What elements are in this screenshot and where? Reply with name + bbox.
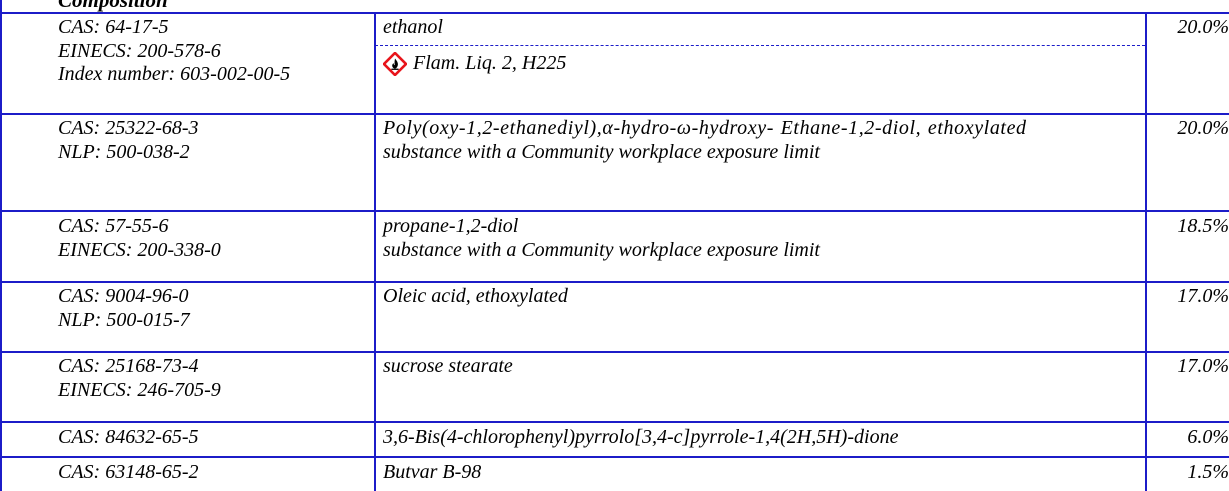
- hazard-text: Flam. Liq. 2, H225: [413, 52, 567, 75]
- concentration: 20.0%: [1177, 117, 1229, 139]
- nlp-number: NLP: 500-015-7: [58, 308, 190, 331]
- substance-name: ethanol: [383, 16, 443, 38]
- column-divider: [0, 0, 2, 491]
- row-divider: [0, 456, 1229, 458]
- section-title: Composition: [58, 0, 168, 12]
- concentration: 6.0%: [1187, 426, 1229, 448]
- substance-name: sucrose stearate: [383, 355, 513, 377]
- concentration: 18.5%: [1177, 215, 1229, 237]
- substance-identifiers: CAS: 9004-96-0 NLP: 500-015-7: [58, 285, 368, 332]
- row-divider: [0, 12, 1229, 14]
- einecs-number: EINECS: 200-338-0: [58, 238, 221, 261]
- concentration: 1.5%: [1187, 461, 1229, 483]
- hazard-classification: Flam. Liq. 2, H225: [382, 51, 1143, 77]
- cas-number: CAS: 64-17-5: [58, 16, 169, 38]
- einecs-number: EINECS: 200-578-6: [58, 39, 221, 62]
- nlp-number: NLP: 500-038-2: [58, 140, 190, 163]
- einecs-number: EINECS: 246-705-9: [58, 378, 221, 401]
- substance-identifiers: CAS: 64-17-5 EINECS: 200-578-6 Index num…: [58, 16, 368, 87]
- cas-number: CAS: 84632-65-5: [58, 426, 199, 448]
- cas-number: CAS: 57-55-6: [58, 215, 169, 237]
- index-number: Index number: 603-002-00-5: [58, 63, 291, 85]
- hazard-separator: [375, 45, 1145, 46]
- substance-identifiers: CAS: 57-55-6 EINECS: 200-338-0: [58, 215, 368, 262]
- cas-number: CAS: 25168-73-4: [58, 355, 199, 377]
- row-divider: [0, 113, 1229, 115]
- concentration: 20.0%: [1177, 16, 1229, 38]
- substance-description: propane-1,2-diol substance with a Commun…: [383, 215, 1143, 262]
- substance-description: Poly(oxy-1,2-ethanediyl),α-hydro-ω-hydro…: [383, 117, 1143, 164]
- cas-number: CAS: 25322-68-3: [58, 117, 199, 139]
- concentration: 17.0%: [1177, 285, 1229, 307]
- column-divider: [374, 12, 376, 491]
- row-divider: [0, 421, 1229, 423]
- substance-name: 3,6-Bis(4-chlorophenyl)pyrrolo[3,4-c]pyr…: [383, 426, 899, 448]
- substance-note: substance with a Community workplace exp…: [383, 140, 820, 163]
- substance-name: Poly(oxy-1,2-ethanediyl),α-hydro-ω-hydro…: [383, 117, 1027, 139]
- substance-note: substance with a Community workplace exp…: [383, 238, 820, 261]
- substance-name: Butvar B-98: [383, 461, 482, 483]
- substance-name: Oleic acid, ethoxylated: [383, 285, 568, 307]
- row-divider: [0, 210, 1229, 212]
- row-divider: [0, 351, 1229, 353]
- substance-identifiers: CAS: 25168-73-4 EINECS: 246-705-9: [58, 355, 368, 402]
- flame-pictogram-icon: [382, 51, 408, 77]
- cas-number: CAS: 63148-65-2: [58, 461, 199, 483]
- substance-name: propane-1,2-diol: [383, 215, 519, 237]
- column-divider: [1145, 12, 1147, 491]
- concentration: 17.0%: [1177, 355, 1229, 377]
- substance-identifiers: CAS: 25322-68-3 NLP: 500-038-2: [58, 117, 368, 164]
- cas-number: CAS: 9004-96-0: [58, 285, 189, 307]
- row-divider: [0, 281, 1229, 283]
